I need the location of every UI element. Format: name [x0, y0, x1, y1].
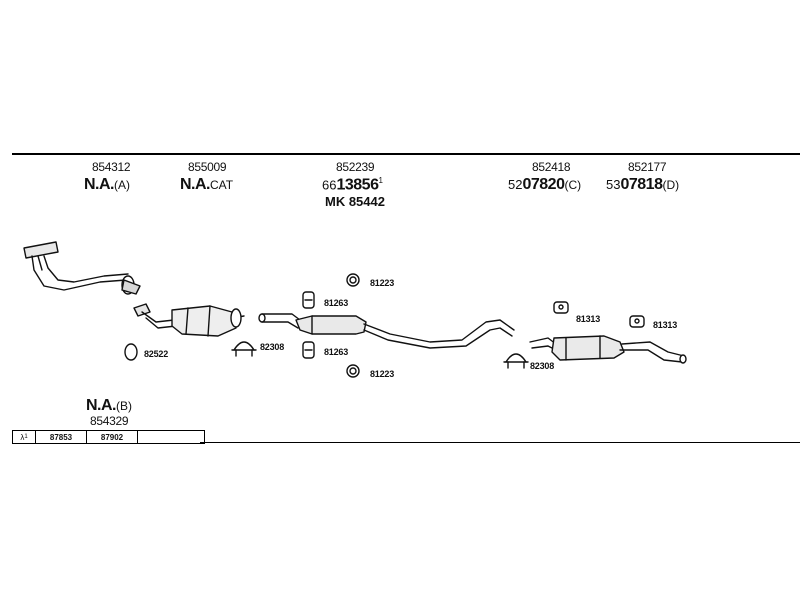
ring-81223-top-shape [346, 273, 360, 287]
part-header-6613856: 66138561 [322, 176, 383, 194]
front-pipe-part [23, 241, 141, 295]
clamp-82308-right-shape [503, 353, 529, 369]
part-header-5307818: 5307818(D) [606, 176, 679, 194]
label-82308-left: 82308 [260, 342, 285, 352]
gasket-82522-shape [124, 343, 138, 361]
part-main-text: N.A. [84, 176, 115, 193]
label-81313-right: 81313 [653, 320, 678, 330]
part-header-na-cat: N.A.CAT [180, 176, 233, 194]
lambda-symbol: λ [20, 432, 25, 442]
part-suffix-text: (B) [116, 399, 132, 413]
part-code-854329: 854329 [90, 414, 129, 428]
part-mk-85442: MK 85442 [325, 194, 385, 209]
part-code-855009: 855009 [188, 160, 227, 174]
part-prefix-text: 66 [322, 177, 337, 193]
ring-81223-bottom-shape [346, 364, 360, 378]
catalytic-converter-part [133, 303, 245, 337]
sensor-cell-empty [138, 431, 204, 443]
part-header-na-b: N.A.(B) [86, 397, 132, 415]
sensor-cell-87853: 87853 [36, 431, 87, 443]
part-main-text: 07818 [620, 176, 663, 193]
part-prefix-text: 52 [508, 177, 523, 192]
part-code-852418: 852418 [532, 160, 571, 174]
part-main-text: 13856 [336, 176, 379, 194]
label-81313-left: 81313 [576, 314, 601, 324]
part-header-na-a: N.A.(A) [84, 176, 130, 194]
part-suffix-text: (A) [114, 178, 130, 192]
label-81223-top: 81223 [370, 278, 395, 288]
clamp-82308-left-shape [231, 341, 257, 357]
part-prefix-text: 53 [606, 177, 621, 192]
part-main-text: N.A. [180, 176, 211, 193]
mount-81263-top-shape [302, 291, 315, 309]
label-81223-bottom: 81223 [370, 369, 395, 379]
part-code-852177: 852177 [628, 160, 667, 174]
center-silencer-part [258, 313, 515, 349]
part-main-text: N.A. [86, 397, 117, 414]
mount-81313-right-shape [629, 315, 645, 328]
rear-silencer-part [529, 335, 687, 364]
part-code-854312: 854312 [92, 160, 131, 174]
part-suffix-text: CAT [210, 178, 234, 192]
bottom-divider-line [200, 442, 800, 443]
part-suffix-text: (D) [662, 178, 680, 192]
label-82308-right: 82308 [530, 361, 555, 371]
part-suffix-text: (C) [564, 178, 582, 192]
label-81263-top: 81263 [324, 298, 349, 308]
part-main-text: 07820 [522, 176, 565, 193]
part-code-852239: 852239 [336, 160, 375, 174]
sensor-cell-87902: 87902 [87, 431, 138, 443]
mount-81313-left-shape [553, 301, 569, 314]
mount-81263-bottom-shape [302, 341, 315, 359]
label-81263-bottom: 81263 [324, 347, 349, 357]
top-divider-line [12, 153, 800, 155]
part-header-5207820: 5207820(C) [508, 176, 581, 194]
part-superscript: 1 [378, 176, 383, 185]
lambda-superscript: 1 [24, 434, 28, 440]
label-82522: 82522 [144, 349, 169, 359]
